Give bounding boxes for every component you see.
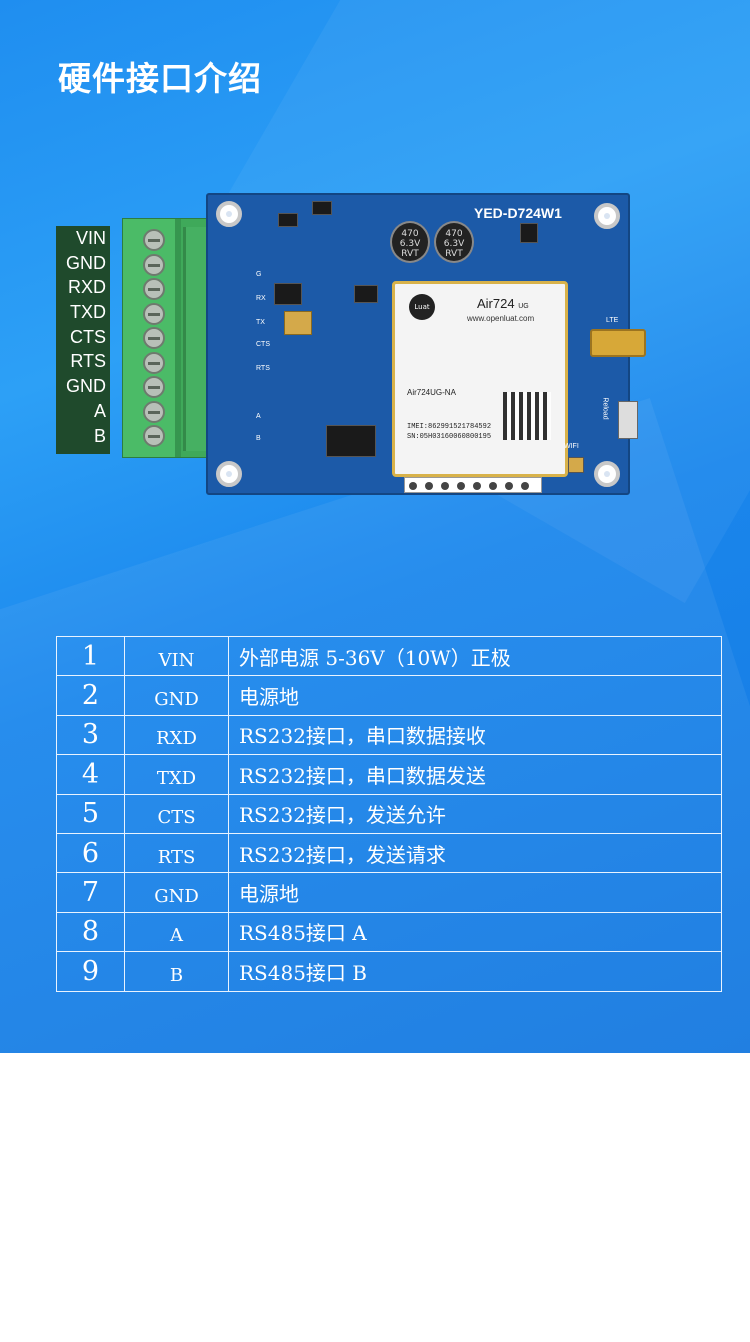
air724-module: Luat Air724 UG www.openluat.com Air724UG… <box>392 281 568 477</box>
table-row: 9 B RS485接口 B <box>56 951 722 992</box>
silk-label: G <box>256 271 262 278</box>
reload-label: Reload <box>601 397 609 420</box>
table-row: 7 GND 电源地 <box>56 872 722 913</box>
silk-label: TX <box>256 319 265 326</box>
pin-description: 电源地 <box>228 872 722 913</box>
pin-description: 外部电源 5-36V（10W）正极 <box>228 635 722 677</box>
mount-hole <box>216 201 242 227</box>
pin-signal: GND <box>124 872 229 913</box>
table-row: 3 RXD RS232接口，串口数据接收 <box>56 714 722 756</box>
smd-component <box>278 213 298 227</box>
table-row: 5 CTS RS232接口，发送允许 <box>56 793 722 834</box>
terminal-screw <box>143 327 165 349</box>
pin-description: RS485接口 B <box>228 951 722 992</box>
table-row: 1 VIN 外部电源 5-36V（10W）正极 <box>56 635 722 677</box>
smd-component <box>312 201 332 215</box>
silk-label: CTS <box>256 341 270 348</box>
pin-signal: A <box>124 911 229 953</box>
pin-number: 9 <box>56 951 125 992</box>
pin-description: RS232接口，发送允许 <box>228 793 722 834</box>
module-part: Air724UG-NA <box>407 388 456 397</box>
ic-chip <box>326 425 376 457</box>
terminal-screw <box>143 351 165 374</box>
capacitor: 470 6.3V RVT <box>434 221 474 263</box>
pin-description: RS232接口，串口数据接收 <box>228 714 722 756</box>
terminal-screw <box>143 400 165 423</box>
pin-label-strip: VIN GND RXD TXD CTS RTS GND A B <box>56 226 110 454</box>
pin-table: 1 VIN 外部电源 5-36V（10W）正极 2 GND 电源地 3 RXD … <box>56 635 722 992</box>
table-row: 4 TXD RS232接口，串口数据发送 <box>56 754 722 795</box>
pin-signal: VIN <box>124 635 229 677</box>
terminal-screw <box>143 376 165 398</box>
pin-signal: TXD <box>124 754 229 795</box>
pin-description: 电源地 <box>228 675 722 716</box>
terminal-screw <box>143 278 165 300</box>
wifi-label: WIFI <box>564 443 579 450</box>
smd-component <box>520 223 538 243</box>
pin-label: GND <box>66 376 106 397</box>
silk-label: B <box>256 435 261 442</box>
mount-hole <box>594 203 620 229</box>
module-sn: SN:05H03160060800195 <box>407 433 492 441</box>
pin-label: VIN <box>75 228 106 248</box>
module-url: www.openluat.com <box>467 314 535 323</box>
pin-number: 1 <box>56 635 125 677</box>
pin-signal: B <box>124 951 229 992</box>
pin-number: 8 <box>56 911 125 953</box>
wifi-antenna-connector <box>568 457 584 473</box>
smd-component <box>274 283 302 305</box>
page-title: 硬件接口介绍 <box>58 59 262 98</box>
table-row: 8 A RS485接口 A <box>56 911 722 953</box>
pin-label: GND <box>66 252 106 273</box>
module-imei-sn: IMEI:862991521784592 SN:05H0316006080019… <box>407 422 491 442</box>
qr-code <box>503 392 551 440</box>
pin-signal: RXD <box>124 714 229 756</box>
terminal-screw <box>143 425 165 447</box>
pin-number: 6 <box>56 832 125 874</box>
pin-number: 7 <box>56 872 125 913</box>
terminal-screw <box>143 253 165 276</box>
sma-antenna-connector <box>590 329 646 357</box>
capacitor: 470 6.3V RVT <box>390 221 430 263</box>
pin-number: 5 <box>56 793 125 834</box>
silk-label: A <box>256 413 261 420</box>
pin-label: CTS <box>70 326 106 347</box>
terminal-screw <box>143 302 165 325</box>
table-row: 6 RTS RS232接口，发送请求 <box>56 832 722 874</box>
pin-description: RS232接口，串口数据发送 <box>228 754 722 795</box>
pin-label: RXD <box>67 277 106 298</box>
reload-button <box>618 401 638 439</box>
table-row: 2 GND 电源地 <box>56 675 722 716</box>
antenna-label: LTE <box>606 317 619 324</box>
inductor <box>284 311 312 335</box>
module-model: Air724 <box>477 296 515 311</box>
pin-description: RS232接口，发送请求 <box>228 832 722 874</box>
pcb-board: YED-D724W1 470 6.3V RVT 470 6.3V RVT G R… <box>206 193 646 495</box>
mount-hole <box>594 461 620 487</box>
silk-label: RTS <box>256 365 270 372</box>
pin-signal: GND <box>124 675 229 716</box>
pin-header <box>404 477 542 493</box>
luat-logo: Luat <box>409 294 435 320</box>
pin-number: 4 <box>56 754 125 795</box>
pin-label: RTS <box>70 351 106 372</box>
pin-number: 3 <box>56 714 125 756</box>
pin-label: TXD <box>70 302 106 323</box>
module-suffix: UG <box>518 303 529 310</box>
mount-hole <box>216 461 242 487</box>
pin-description: RS485接口 A <box>228 911 722 953</box>
pin-label: A <box>93 400 106 421</box>
silk-label: RX <box>256 295 266 302</box>
module-imei: IMEI:862991521784592 <box>407 423 492 431</box>
pin-label: B <box>93 425 106 446</box>
pin-signal: CTS <box>124 793 229 834</box>
pin-number: 2 <box>56 675 125 716</box>
pin-signal: RTS <box>124 832 229 874</box>
terminal-screw <box>143 229 165 251</box>
board-name: YED-D724W1 <box>474 205 562 221</box>
smd-component <box>354 285 378 303</box>
